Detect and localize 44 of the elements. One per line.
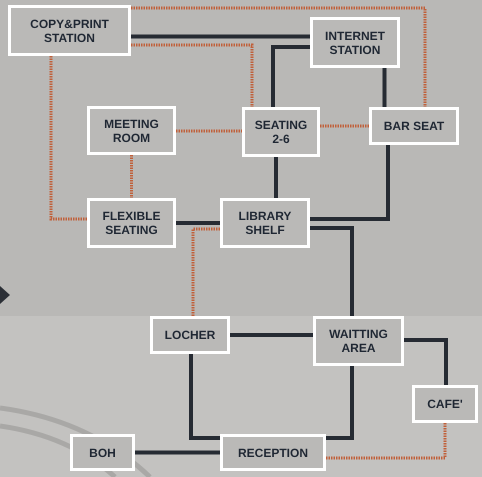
connector-line <box>310 226 354 316</box>
dotted-connector <box>130 155 133 198</box>
connector-line <box>135 450 220 454</box>
room-box <box>369 107 459 145</box>
connector-line <box>131 34 310 38</box>
dotted-connector <box>320 124 369 128</box>
room-box <box>313 316 404 366</box>
room-label: COPY&PRINT STATION <box>29 16 110 44</box>
connector-line <box>382 68 386 107</box>
room-box <box>70 434 135 471</box>
connector-line <box>404 338 448 385</box>
room-box <box>8 5 131 56</box>
room-box <box>150 316 230 354</box>
room-box <box>220 198 310 248</box>
room-box <box>220 434 326 471</box>
room-label: WAITTING AREA <box>328 327 389 355</box>
room-label: BOH <box>89 446 116 460</box>
room-box <box>412 385 478 423</box>
room-label: RECEPTION <box>238 446 308 460</box>
room-label: CAFE' <box>427 397 463 411</box>
connector-line <box>274 157 278 198</box>
dotted-connector <box>131 44 254 107</box>
dotted-connector <box>326 423 446 460</box>
connector-line <box>230 333 313 337</box>
dotted-connector <box>176 130 242 132</box>
room-label: LOCHER <box>164 328 216 342</box>
connector-line <box>189 354 220 440</box>
room-label: BAR SEAT <box>384 119 444 133</box>
room-label: MEETING ROOM <box>103 116 160 144</box>
connector-line <box>176 221 220 225</box>
connector-line <box>326 366 354 440</box>
room-box <box>87 198 176 248</box>
dotted-connector <box>192 228 220 316</box>
room-box <box>242 107 320 157</box>
room-box <box>310 17 400 68</box>
room-label: LIBRARY SHELF <box>238 209 292 237</box>
dotted-connector <box>131 6 426 107</box>
room-label: INTERNET STATION <box>324 28 386 56</box>
room-label: FLEXIBLE SEATING <box>101 209 162 237</box>
dotted-connector <box>50 56 87 220</box>
connector-line <box>271 45 310 107</box>
connector-line <box>310 145 390 221</box>
room-box <box>87 106 176 155</box>
room-label: SEATING 2-6 <box>254 118 308 146</box>
